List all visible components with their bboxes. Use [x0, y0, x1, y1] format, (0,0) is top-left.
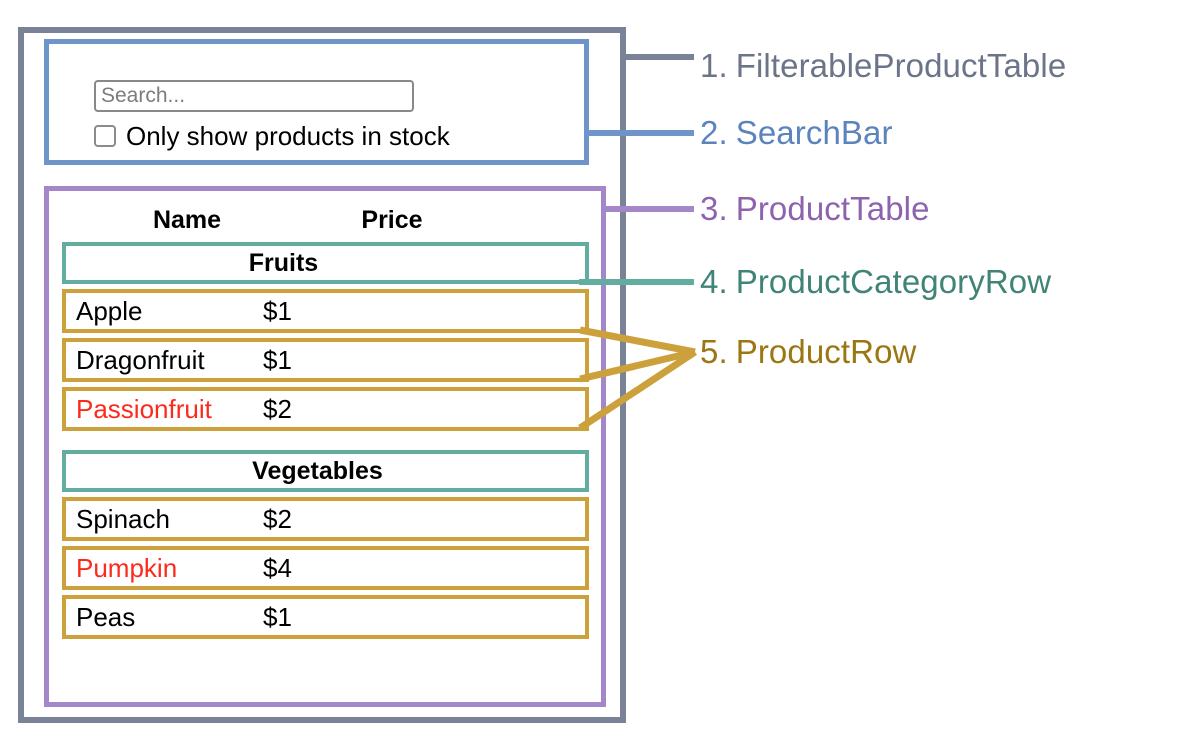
legend-number: 3. — [700, 190, 728, 227]
leader-line-3 — [601, 206, 694, 212]
legend-number: 5. — [700, 333, 728, 370]
product-category-label: Vegetables — [252, 456, 383, 485]
leader-line-4 — [579, 279, 694, 285]
product-price: $4 — [263, 552, 292, 583]
section-spacer — [62, 436, 589, 450]
in-stock-checkbox-label: Only show products in stock — [126, 121, 450, 151]
legend-label: FilterableProductTable — [735, 47, 1067, 84]
product-name: Passionfruit — [76, 393, 212, 424]
product-price: $1 — [263, 295, 292, 326]
product-row[interactable]: Apple $1 — [62, 289, 589, 333]
product-row[interactable]: Passionfruit $2 — [62, 387, 589, 431]
legend-item-product-row: 5.ProductRow — [700, 333, 916, 371]
legend-label: ProductCategoryRow — [735, 263, 1052, 300]
filterable-product-table-container: Only show products in stock Name Price F… — [18, 27, 626, 723]
product-name: Dragonfruit — [76, 344, 205, 375]
legend-number: 1. — [700, 47, 728, 84]
search-bar-container: Only show products in stock — [44, 39, 589, 165]
legend-label: SearchBar — [735, 114, 893, 151]
product-category-row: Fruits — [62, 242, 589, 284]
product-name: Peas — [76, 601, 136, 632]
product-row[interactable]: Peas $1 — [62, 595, 589, 639]
leader-line-2 — [585, 130, 694, 136]
in-stock-checkbox[interactable] — [94, 125, 116, 147]
product-price: $2 — [263, 503, 292, 534]
column-header-name: Name — [152, 205, 222, 234]
legend-item-filterable-product-table: 1.FilterableProductTable — [700, 47, 1066, 85]
in-stock-filter[interactable]: Only show products in stock — [94, 123, 450, 149]
product-name: Apple — [76, 295, 143, 326]
legend-item-product-table: 3.ProductTable — [700, 190, 930, 228]
product-row[interactable]: Pumpkin $4 — [62, 546, 589, 590]
leader-line-1 — [620, 54, 694, 60]
product-price: $2 — [263, 393, 292, 424]
product-name: Spinach — [76, 503, 170, 534]
product-row[interactable]: Spinach $2 — [62, 497, 589, 541]
legend-number: 2. — [700, 114, 728, 151]
column-header-price: Price — [361, 205, 423, 234]
product-row[interactable]: Dragonfruit $1 — [62, 338, 589, 382]
legend-number: 4. — [700, 263, 728, 300]
search-input[interactable] — [94, 80, 414, 112]
product-category-label: Fruits — [248, 248, 319, 277]
product-name: Pumpkin — [76, 552, 178, 583]
product-price: $1 — [263, 601, 292, 632]
product-table-container: Name Price Fruits Apple $1 Dragonfruit $… — [44, 186, 606, 707]
product-price: $1 — [263, 344, 292, 375]
legend-label: ProductTable — [735, 190, 930, 227]
legend-label: ProductRow — [735, 333, 917, 370]
product-category-row: Vegetables — [62, 450, 589, 492]
product-table-header-row: Name Price — [62, 198, 589, 242]
legend-item-product-category-row: 4.ProductCategoryRow — [700, 263, 1051, 301]
product-table: Name Price Fruits Apple $1 Dragonfruit $… — [62, 198, 589, 644]
legend-item-search-bar: 2.SearchBar — [700, 114, 893, 152]
